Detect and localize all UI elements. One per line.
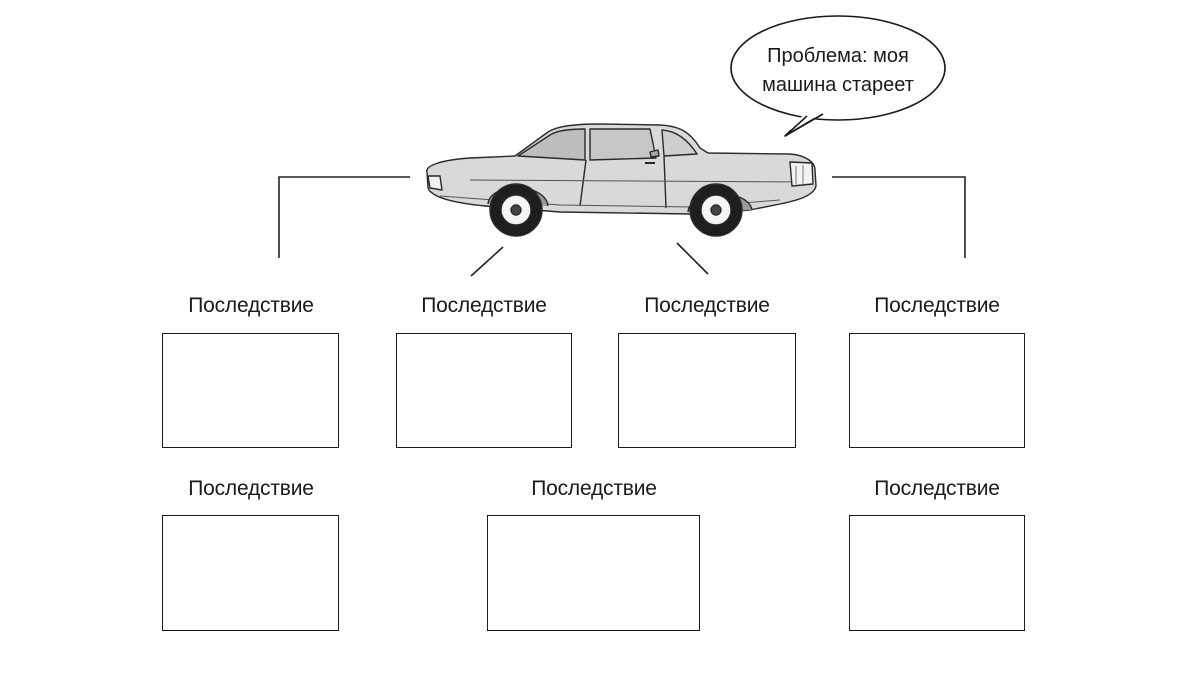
consequence-label: Последствие [421,294,547,317]
consequence-box[interactable] [618,333,796,448]
consequence-box[interactable] [162,333,339,448]
consequence-label: Последствие [644,294,770,317]
consequence-label: Последствие [531,477,657,500]
consequence-box[interactable] [849,333,1025,448]
problem-statement: Проблема: моя машина стареет [738,42,938,100]
consequence-box[interactable] [162,515,339,631]
car-wheel-front [689,183,743,237]
problem-line-1: Проблема: моя [767,45,909,67]
car-icon [426,123,817,237]
problem-line-2: машина стареет [762,74,914,96]
connector-line-right [832,176,966,258]
consequence-box[interactable] [396,333,572,448]
consequence-box[interactable] [487,515,700,631]
consequence-label: Последствие [188,477,314,500]
consequence-label: Последствие [188,294,314,317]
consequence-box[interactable] [849,515,1025,631]
car-wheel-rear [489,183,543,237]
connector-line-center-left [470,246,504,277]
connector-line-center-right [676,242,709,275]
consequence-label: Последствие [874,477,1000,500]
speech-bubble [730,15,946,137]
consequence-label: Последствие [874,294,1000,317]
connector-line-left [278,176,410,258]
